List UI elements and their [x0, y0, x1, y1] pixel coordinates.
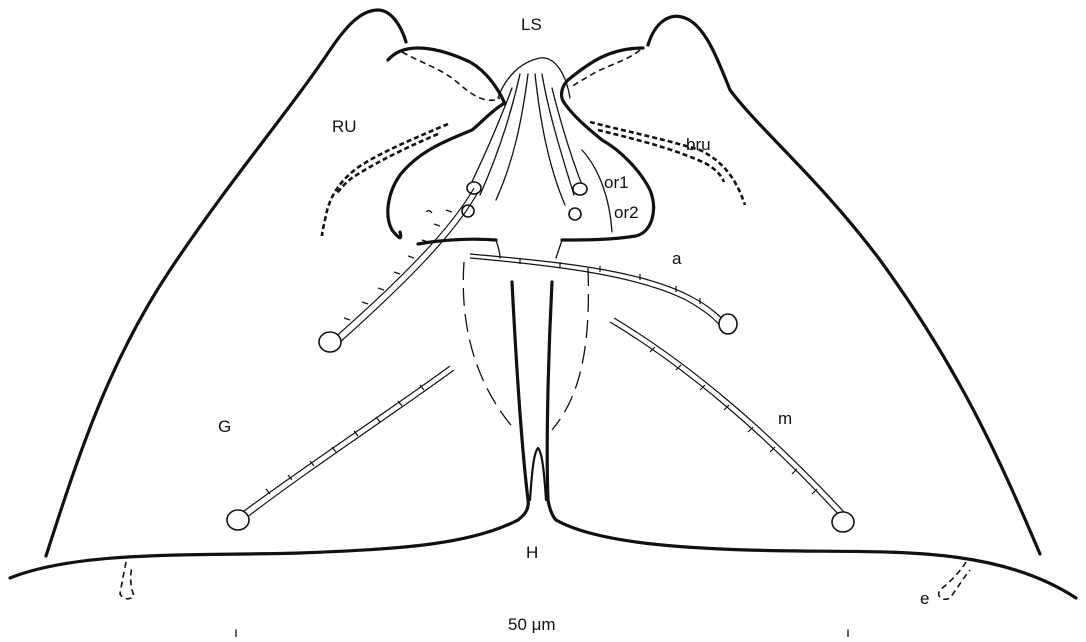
- label-e: e: [920, 589, 929, 608]
- right-outer-outline: [648, 16, 1040, 554]
- label-ru: RU: [332, 117, 357, 136]
- left-dashed-outline: [463, 262, 515, 430]
- seta-g: [240, 366, 454, 518]
- scale-bar-label: 50 μm: [508, 615, 556, 634]
- seta-bru-socket-left: [426, 211, 432, 213]
- left-outer-outline: [46, 10, 406, 556]
- label-or2: or2: [614, 203, 639, 222]
- seta-m-socket: [832, 512, 854, 532]
- left-lobe-outline: [388, 48, 505, 104]
- label-m: m: [778, 409, 792, 428]
- labrum-tip: [498, 58, 570, 98]
- seta-barbs: [266, 210, 817, 494]
- right-or2-socket: [569, 208, 581, 220]
- left-rutellum-ridge-2: [336, 134, 438, 194]
- label-or1: or1: [604, 173, 629, 192]
- seta-m: [610, 318, 844, 516]
- seta-a: [470, 254, 727, 328]
- label-h: H: [526, 543, 538, 562]
- label-g: G: [218, 417, 231, 436]
- left-inner-lobe-tail: [496, 240, 500, 258]
- base-line-right: [556, 520, 1076, 598]
- median-right-line: [547, 282, 556, 520]
- seta-a-socket: [719, 314, 737, 334]
- seta-or1-left: [332, 188, 478, 344]
- base-line: [10, 520, 518, 578]
- right-or1-socket: [573, 183, 587, 195]
- median-left-line: [512, 282, 528, 520]
- right-dashed-outline: [552, 268, 588, 430]
- right-bru-ridge: [590, 122, 745, 205]
- seta-g-socket: [227, 510, 249, 530]
- seta-or1-socket: [319, 332, 341, 352]
- left-rutellum-ridge: [322, 124, 448, 236]
- hypostome-cleft: [530, 448, 546, 500]
- label-a: a: [672, 249, 682, 268]
- left-inner-lobe-base: [418, 239, 496, 244]
- right-base-e-seta: [939, 562, 970, 599]
- label-bru: bru: [686, 135, 711, 154]
- label-ls: LS: [521, 15, 542, 34]
- right-inner-lobe-tail: [556, 240, 562, 258]
- left-base-e-seta: [120, 562, 134, 599]
